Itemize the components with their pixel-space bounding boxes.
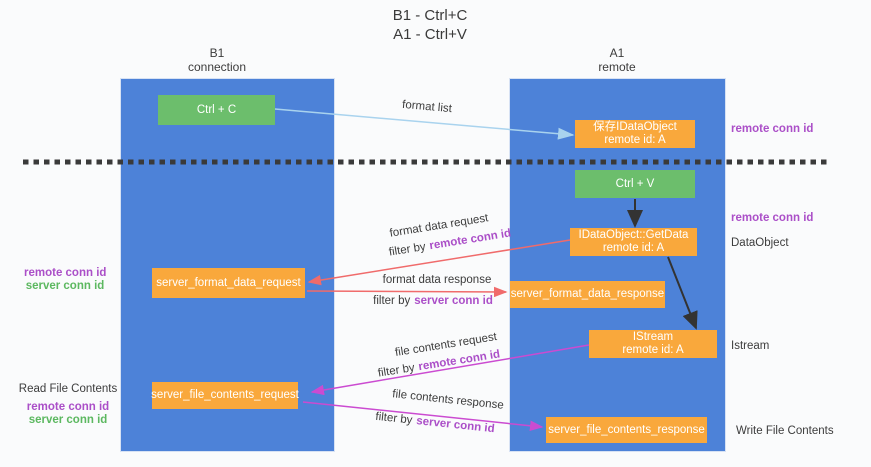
- title-line-1: B1 - Ctrl+C: [392, 7, 468, 24]
- node-save-idataobject: 保存IDataObject remote id: A: [575, 120, 695, 148]
- node-ctrl-v-label: Ctrl + V: [615, 177, 655, 190]
- node-server-file-contents-request-label: server_file_contents_request: [151, 389, 299, 401]
- node-idataobject-getdata-line1: IDataObject::GetData: [578, 229, 689, 241]
- node-ctrl-c-label: Ctrl + C: [196, 103, 237, 116]
- lane-a1-role: remote: [598, 60, 636, 74]
- server-conn-id-text: server conn id: [414, 295, 493, 307]
- node-server-file-contents-response: server_file_contents_response: [546, 417, 707, 443]
- filter-by-text: filter by: [374, 410, 413, 427]
- lane-b1-role: connection: [187, 60, 247, 74]
- node-istream: IStream remote id: A: [589, 330, 717, 358]
- left-server-conn-id-2: server conn id: [28, 414, 108, 426]
- node-istream-line2: remote id: A: [622, 344, 684, 356]
- edge-label-format-list: format list: [401, 98, 453, 116]
- filter-by-text: filter by: [388, 240, 427, 259]
- node-ctrl-c: Ctrl + C: [158, 95, 275, 125]
- lane-a1-name: A1: [609, 46, 625, 60]
- filter-by-text: filter by: [373, 295, 411, 307]
- right-istream: Istream: [731, 340, 770, 352]
- node-ctrl-v: Ctrl + V: [575, 170, 695, 198]
- left-server-conn-id-1: server conn id: [25, 280, 105, 292]
- node-idataobject-getdata: IDataObject::GetData remote id: A: [570, 228, 697, 256]
- arrow-format-data-response: [306, 286, 508, 298]
- edge-label-format-data-response: format data response: [382, 274, 492, 286]
- diagram-title: B1 - Ctrl+C A1 - Ctrl+V: [330, 6, 530, 44]
- lane-header-b1: B1 connection: [157, 46, 277, 74]
- right-dataobject: DataObject: [731, 237, 789, 249]
- edge-label-file-contents-response: file contents response: [391, 388, 505, 412]
- right-remote-conn-id-1: remote conn id: [731, 123, 814, 135]
- node-save-idataobject-line2: remote id: A: [604, 134, 666, 146]
- lane-header-a1: A1 remote: [557, 46, 677, 74]
- title-line-2: A1 - Ctrl+V: [393, 26, 467, 43]
- server-conn-id-text: server conn id: [415, 415, 496, 436]
- node-server-format-data-request-label: server_format_data_request: [156, 276, 301, 289]
- right-remote-conn-id-2: remote conn id: [731, 212, 814, 224]
- left-remote-conn-id-2: remote conn id: [26, 401, 110, 413]
- node-server-format-data-response: server_format_data_response: [510, 281, 665, 308]
- node-server-format-data-response-label: server_format_data_response: [510, 288, 665, 300]
- node-istream-line1: IStream: [632, 331, 674, 343]
- left-remote-conn-id-1: remote conn id: [24, 267, 107, 279]
- node-server-file-contents-request: server_file_contents_request: [151, 382, 299, 409]
- node-server-format-data-request: server_format_data_request: [152, 268, 305, 298]
- node-server-file-contents-response-label: server_file_contents_response: [548, 423, 705, 436]
- lane-b1-name: B1: [209, 46, 225, 60]
- node-idataobject-getdata-line2: remote id: A: [602, 242, 665, 254]
- left-read-file-contents: Read File Contents: [18, 383, 118, 395]
- right-write-file-contents: Write File Contents: [736, 425, 834, 437]
- node-save-idataobject-line1: 保存IDataObject: [593, 121, 677, 133]
- filter-by-text: filter by: [377, 361, 416, 380]
